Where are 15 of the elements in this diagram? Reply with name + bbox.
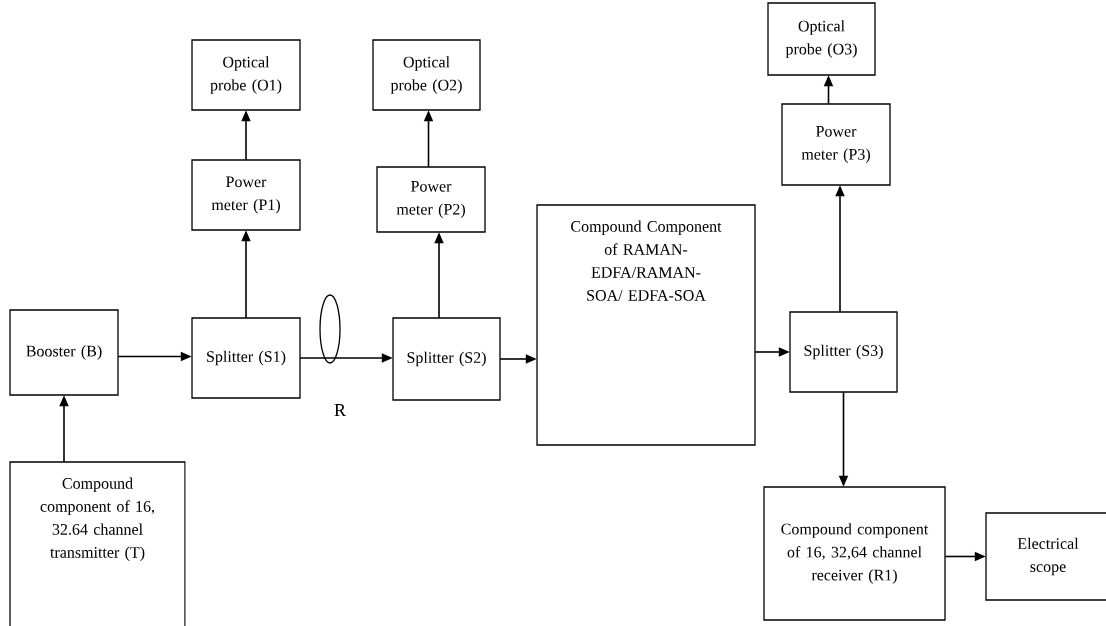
block-box: Optical probe (O1) [191,39,301,111]
block-box: Splitter (S1) [191,317,301,399]
block-box: Booster (B) [9,309,119,396]
block-box: Splitter (S3) [789,311,898,393]
block-box: Power meter (P2) [376,166,486,233]
block-box: Compound Component of RAMAN-EDFA/RAMAN-SOA/ EDFA-SOA [536,204,756,446]
label: R [334,404,346,416]
block-box: Electrical scope [985,512,1106,601]
block-box: Optical probe (O2) [372,39,481,111]
block-box: Compound component of 16, 32.64 channel transmitter (T) [9,461,186,626]
block-box: Optical probe (O3) [767,2,876,76]
block-box: Power meter (P3) [781,103,891,186]
block-box: Compound component of 16, 32,64 channel receiver (R1) [763,486,946,621]
block-box: Splitter (S2) [392,317,501,401]
block-box: Power meter (P1) [191,159,301,231]
